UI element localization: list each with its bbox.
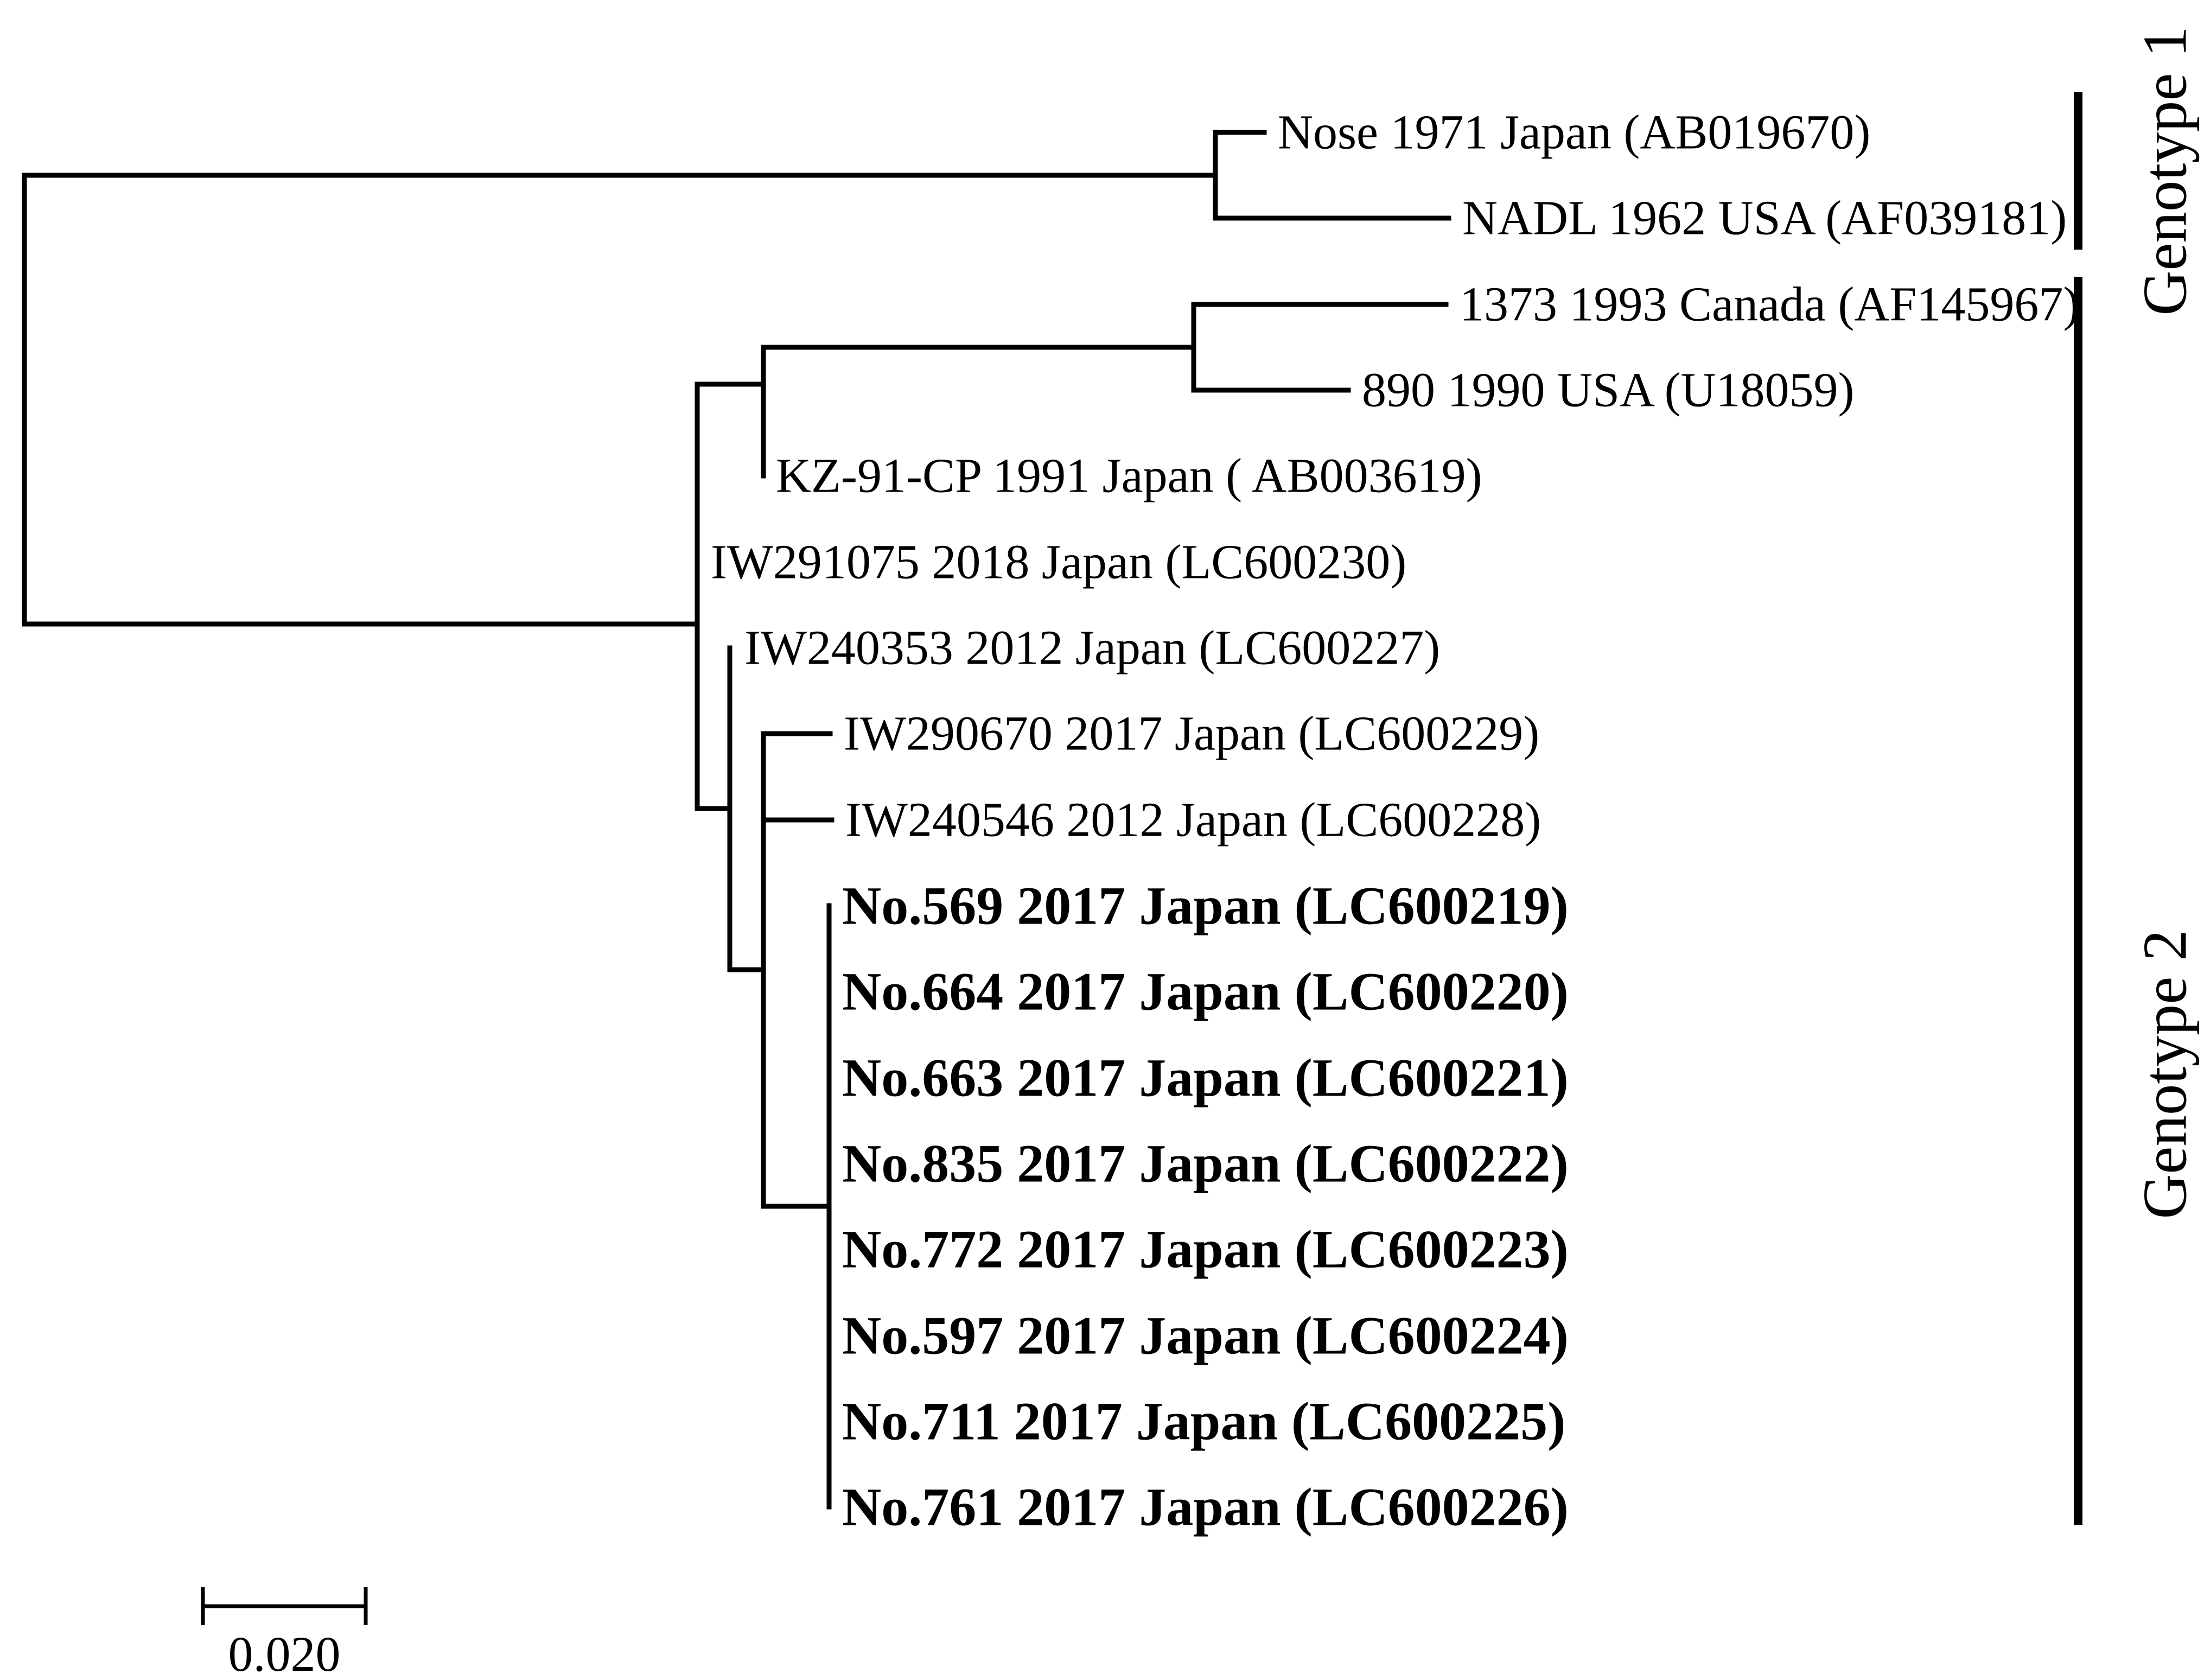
taxon-label-nose: Nose 1971 Japan (AB019670) — [1278, 106, 1870, 160]
genotype-2-label: Genotype 2 — [2131, 930, 2200, 1219]
taxon-label-iw240546: IW240546 2012 Japan (LC600228) — [845, 793, 1541, 847]
taxon-label-no597: No.597 2017 Japan (LC600224) — [842, 1306, 1569, 1366]
genotype-annotations: Genotype 1 Genotype 2 — [2074, 26, 2200, 1525]
genotype-1-bar — [2074, 92, 2082, 250]
taxon-label-nadl: NADL 1962 USA (AF039181) — [1462, 192, 2067, 245]
genotype-1-label: Genotype 1 — [2131, 26, 2200, 315]
taxon-label-kz91cp: KZ-91-CP 1991 Japan ( AB003619) — [776, 449, 1482, 503]
genotype-2-bar — [2074, 277, 2082, 1525]
taxon-labels: Nose 1971 Japan (AB019670) NADL 1962 USA… — [711, 106, 2079, 1537]
taxon-label-iw290670: IW290670 2017 Japan (LC600229) — [844, 707, 1539, 761]
taxon-label-iw240353: IW240353 2012 Japan (LC600227) — [744, 621, 1440, 675]
taxon-label-no663: No.663 2017 Japan (LC600221) — [842, 1048, 1569, 1108]
taxon-label-no664: No.664 2017 Japan (LC600220) — [842, 962, 1569, 1022]
taxon-label-no711: No.711 2017 Japan (LC600225) — [842, 1391, 1565, 1452]
scale-bar: 0.020 — [201, 1587, 368, 1680]
tree-branches — [22, 130, 1451, 1510]
taxon-label-no835: No.835 2017 Japan (LC600222) — [842, 1134, 1569, 1194]
taxon-label-no569: No.569 2017 Japan (LC600219) — [842, 876, 1569, 936]
scale-bar-value: 0.020 — [228, 1626, 341, 1680]
taxon-label-no761: No.761 2017 Japan (LC600226) — [842, 1477, 1569, 1537]
taxon-label-1373: 1373 1993 Canada (AF145967) — [1460, 278, 2079, 332]
taxon-label-iw291075: IW291075 2018 Japan (LC600230) — [711, 536, 1406, 589]
taxon-label-890: 890 1990 USA (U18059) — [1362, 364, 1855, 417]
taxon-label-no772: No.772 2017 Japan (LC600223) — [842, 1219, 1569, 1280]
